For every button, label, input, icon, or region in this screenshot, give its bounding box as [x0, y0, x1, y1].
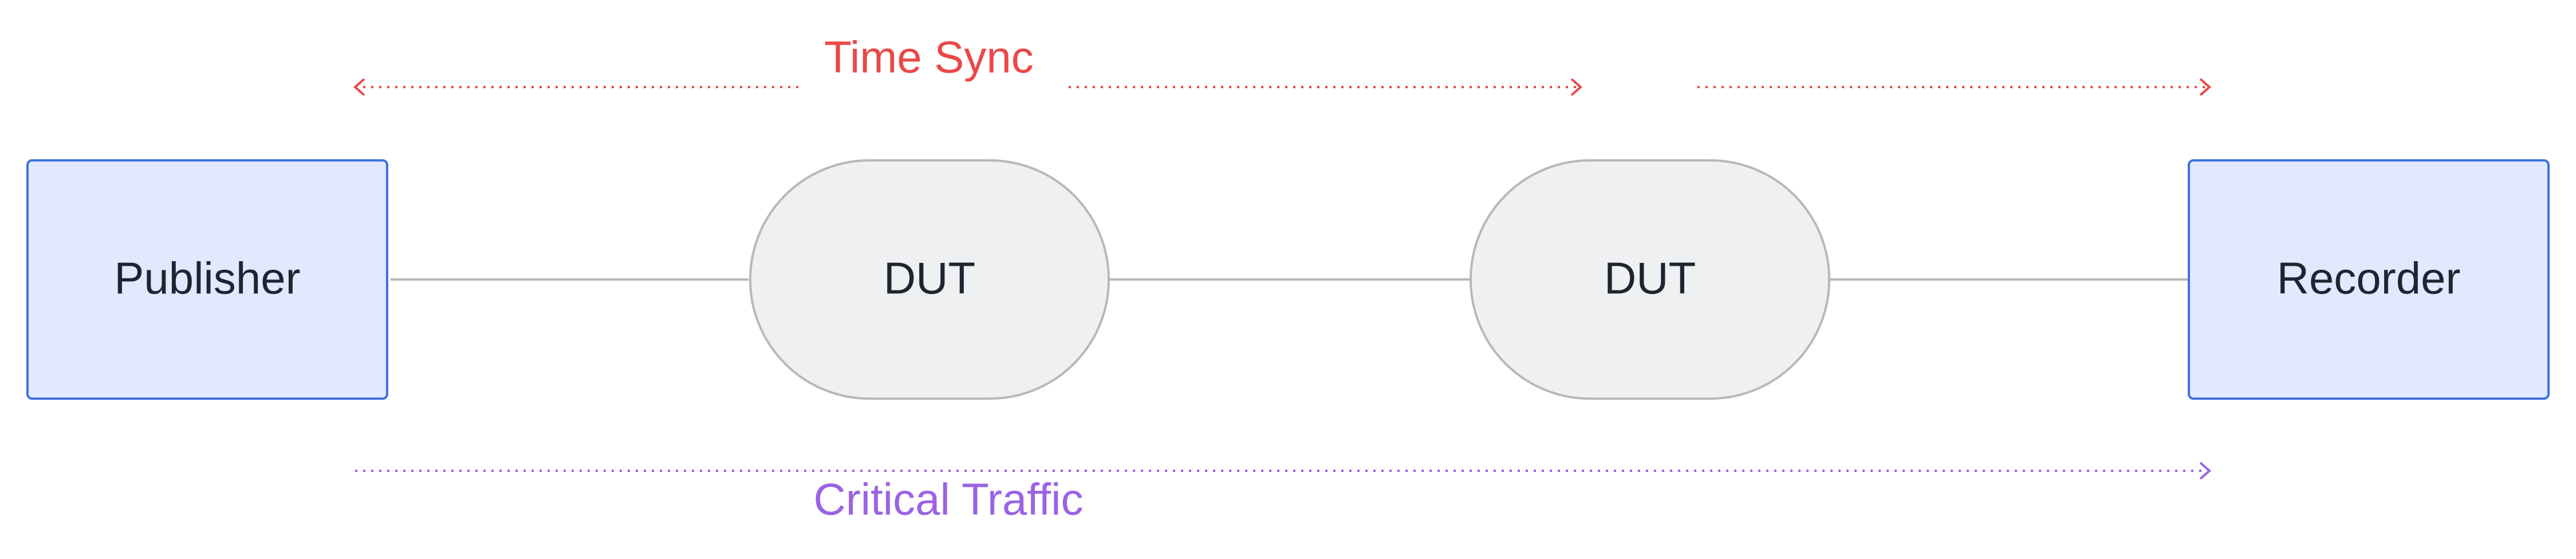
critical-traffic-arrowhead	[2199, 462, 2212, 480]
time-sync-arrowhead-left	[353, 78, 365, 96]
recorder-node: Recorder	[2188, 159, 2550, 400]
critical-traffic-label: Critical Traffic	[814, 474, 1084, 525]
publisher-node: Publisher	[26, 159, 388, 400]
dut-label-1: DUT	[884, 253, 975, 304]
recorder-box	[2188, 159, 2550, 400]
time-sync-arrowhead-right-1	[1570, 78, 1583, 96]
time-sync-label: Time Sync	[824, 32, 1034, 82]
dut-node-1: DUT	[749, 159, 1110, 400]
time-sync-arrowhead-right-2	[2199, 78, 2212, 96]
dut-shape-2	[1470, 159, 1830, 400]
publisher-label: Publisher	[114, 253, 300, 304]
dut-shape-1	[749, 159, 1110, 400]
critical-traffic-flow: Critical Traffic	[355, 462, 2212, 525]
dut-label-2: DUT	[1604, 253, 1696, 304]
publisher-box	[26, 159, 388, 400]
time-sync-flow: Time Sync	[353, 32, 2212, 96]
dut-node-2: DUT	[1470, 159, 1830, 400]
recorder-label: Recorder	[2277, 253, 2461, 304]
